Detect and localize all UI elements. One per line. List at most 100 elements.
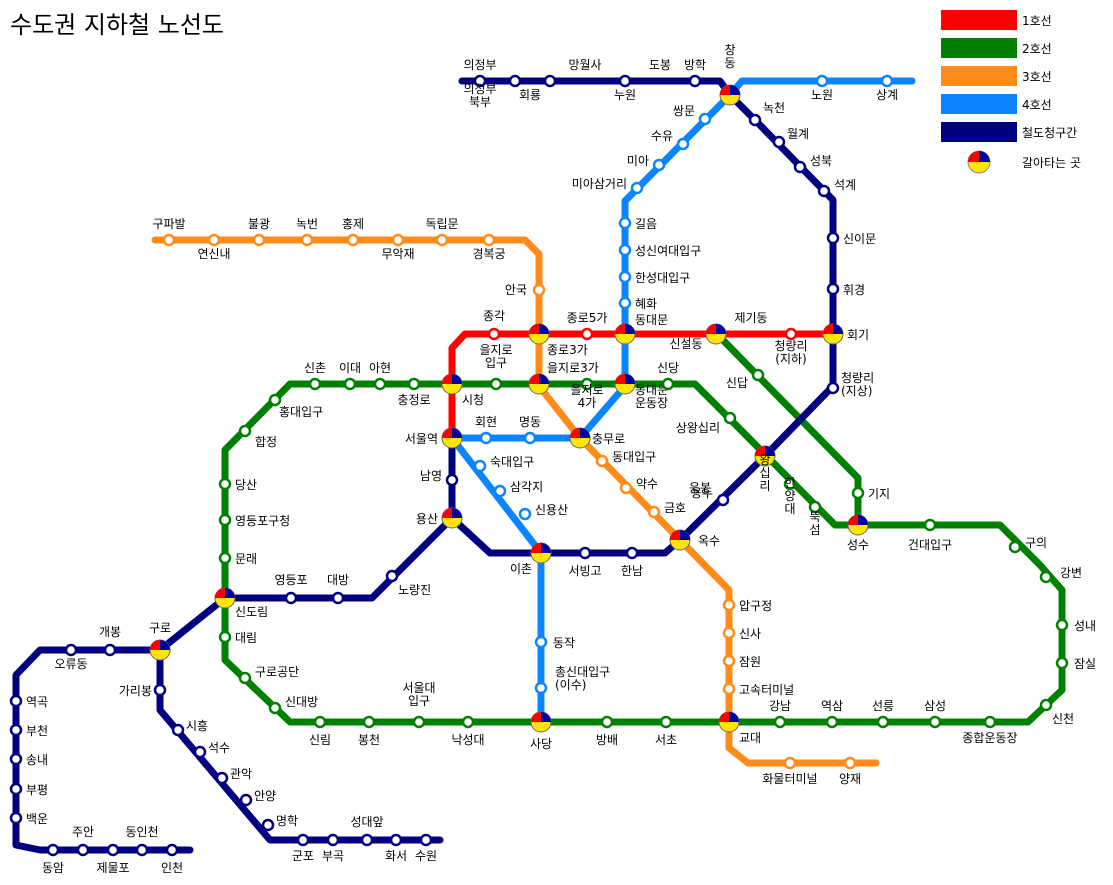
station-marker[interactable]: [331, 591, 345, 605]
station-marker[interactable]: [722, 598, 736, 612]
station-marker[interactable]: [647, 505, 661, 519]
station-marker[interactable]: [851, 486, 865, 500]
station-marker[interactable]: [1039, 570, 1053, 584]
station-marker[interactable]: [843, 756, 857, 770]
transfer-station-marker[interactable]: [822, 323, 844, 345]
transfer-station-marker[interactable]: [441, 427, 463, 449]
station-marker[interactable]: [826, 282, 840, 296]
station-marker[interactable]: [928, 715, 942, 729]
station-marker[interactable]: [661, 377, 675, 391]
station-marker[interactable]: [751, 368, 765, 382]
station-marker[interactable]: [534, 681, 548, 695]
station-marker[interactable]: [722, 626, 736, 640]
station-marker[interactable]: [880, 74, 894, 88]
transfer-station-marker[interactable]: [149, 639, 171, 661]
station-marker[interactable]: [532, 283, 546, 297]
station-marker[interactable]: [106, 843, 120, 857]
station-marker[interactable]: [76, 843, 90, 857]
station-marker[interactable]: [162, 233, 176, 247]
station-marker[interactable]: [343, 377, 357, 391]
station-marker[interactable]: [362, 715, 376, 729]
transfer-station-marker[interactable]: [441, 507, 463, 529]
station-marker[interactable]: [1008, 540, 1022, 554]
station-marker[interactable]: [238, 424, 252, 438]
station-marker[interactable]: [618, 296, 632, 310]
station-marker[interactable]: [652, 158, 666, 172]
station-marker[interactable]: [722, 682, 736, 696]
station-marker[interactable]: [698, 112, 712, 126]
station-marker[interactable]: [473, 74, 487, 88]
station-marker[interactable]: [773, 715, 787, 729]
station-marker[interactable]: [625, 546, 639, 560]
station-marker[interactable]: [1055, 656, 1069, 670]
station-marker[interactable]: [296, 833, 310, 847]
station-marker[interactable]: [493, 484, 507, 498]
station-marker[interactable]: [9, 723, 23, 737]
transfer-station-marker[interactable]: [719, 84, 741, 106]
station-marker[interactable]: [817, 184, 831, 198]
station-marker[interactable]: [826, 381, 840, 395]
station-marker[interactable]: [688, 74, 702, 88]
station-marker[interactable]: [784, 327, 798, 341]
station-marker[interactable]: [9, 752, 23, 766]
station-marker[interactable]: [207, 233, 221, 247]
station-marker[interactable]: [412, 715, 426, 729]
station-marker[interactable]: [389, 833, 403, 847]
transfer-station-marker[interactable]: [530, 711, 552, 733]
station-marker[interactable]: [783, 756, 797, 770]
station-marker[interactable]: [772, 135, 786, 149]
transfer-station-marker[interactable]: [528, 373, 550, 395]
station-marker[interactable]: [419, 833, 433, 847]
transfer-station-marker[interactable]: [530, 542, 552, 564]
station-marker[interactable]: [618, 243, 632, 257]
station-marker[interactable]: [9, 811, 23, 825]
transfer-station-marker[interactable]: [614, 323, 636, 345]
station-marker[interactable]: [783, 477, 797, 491]
station-marker[interactable]: [313, 715, 327, 729]
station-marker[interactable]: [508, 74, 522, 88]
transfer-station-marker[interactable]: [614, 373, 636, 395]
transfer-station-marker[interactable]: [754, 445, 776, 467]
station-marker[interactable]: [268, 393, 282, 407]
station-marker[interactable]: [748, 113, 762, 127]
station-marker[interactable]: [435, 233, 449, 247]
station-marker[interactable]: [218, 513, 232, 527]
station-marker[interactable]: [793, 160, 807, 174]
station-marker[interactable]: [534, 635, 548, 649]
station-marker[interactable]: [391, 233, 405, 247]
station-marker[interactable]: [722, 654, 736, 668]
station-marker[interactable]: [171, 723, 185, 737]
station-marker[interactable]: [482, 233, 496, 247]
station-marker[interactable]: [595, 454, 609, 468]
station-marker[interactable]: [360, 833, 374, 847]
station-marker[interactable]: [619, 481, 633, 495]
station-marker[interactable]: [826, 231, 840, 245]
station-marker[interactable]: [407, 377, 421, 391]
station-marker[interactable]: [64, 643, 78, 657]
station-marker[interactable]: [580, 377, 594, 391]
station-marker[interactable]: [346, 233, 360, 247]
transfer-station-marker[interactable]: [528, 323, 550, 345]
station-marker[interactable]: [543, 74, 557, 88]
station-marker[interactable]: [300, 233, 314, 247]
station-marker[interactable]: [600, 715, 614, 729]
station-marker[interactable]: [461, 715, 475, 729]
station-marker[interactable]: [1055, 618, 1069, 632]
station-marker[interactable]: [218, 551, 232, 565]
station-marker[interactable]: [630, 181, 644, 195]
station-marker[interactable]: [252, 233, 266, 247]
station-marker[interactable]: [193, 745, 207, 759]
station-marker[interactable]: [218, 477, 232, 491]
station-marker[interactable]: [580, 327, 594, 341]
station-marker[interactable]: [1039, 698, 1053, 712]
station-marker[interactable]: [578, 546, 592, 560]
station-marker[interactable]: [676, 137, 690, 151]
station-marker[interactable]: [385, 569, 399, 583]
station-marker[interactable]: [326, 833, 340, 847]
station-marker[interactable]: [716, 493, 730, 507]
station-marker[interactable]: [518, 507, 532, 521]
station-marker[interactable]: [659, 715, 673, 729]
station-marker[interactable]: [135, 843, 149, 857]
station-marker[interactable]: [268, 701, 282, 715]
transfer-station-marker[interactable]: [718, 711, 740, 733]
